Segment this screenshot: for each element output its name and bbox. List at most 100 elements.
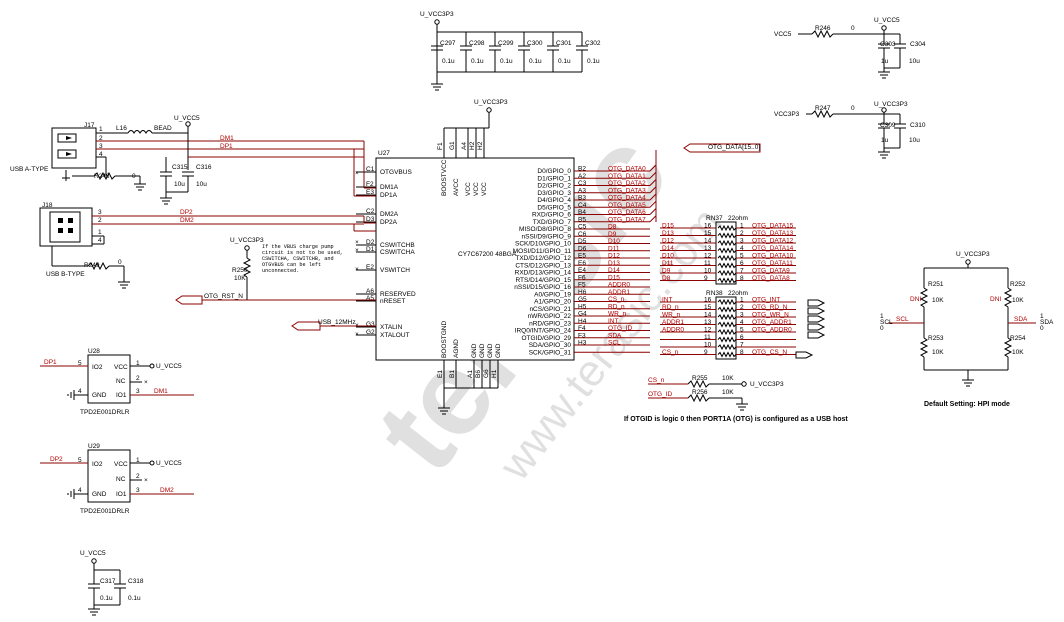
cap-value: 0.1u xyxy=(442,58,455,65)
pin-net: SCL xyxy=(608,340,621,347)
svg-text:C304: C304 xyxy=(910,41,926,48)
pin-ball: C3 xyxy=(578,180,587,187)
res-val: 0 xyxy=(851,25,855,32)
rn-pin: 4 xyxy=(740,245,744,252)
pin-net: OTG_DATA4 xyxy=(608,195,646,202)
pin-ball: E2 xyxy=(366,264,374,271)
pin-ball: F1 xyxy=(437,142,444,150)
svg-text:CY7C67200 48BGA: CY7C67200 48BGA xyxy=(458,251,517,258)
rail-label: U_VCC3P3 xyxy=(420,11,454,18)
hpi-strap: U_VCC3P3 R251 R252 10K 10K DNI DNI R253 … xyxy=(880,251,1054,408)
pin-net: D11 xyxy=(608,245,620,252)
pin-name: SDA/GPIO_30 xyxy=(529,342,572,349)
pin-name: MISO/D8/GPIO_8 xyxy=(519,226,571,233)
svg-text:RN37: RN37 xyxy=(706,215,723,222)
pin-name: SCK/D10/GPIO_10 xyxy=(515,241,571,248)
pin-ball: B5 xyxy=(578,216,586,223)
svg-text:R247: R247 xyxy=(815,105,831,112)
svg-text:×: × xyxy=(355,266,359,273)
pin-ball: E5 xyxy=(578,253,586,260)
pin-ball: E4 xyxy=(578,267,586,274)
pin-name: nSSI/D15/GPIO_16 xyxy=(514,284,571,291)
svg-text:C303: C303 xyxy=(880,41,896,48)
svg-text:0: 0 xyxy=(880,325,884,332)
rn-pin: 7 xyxy=(740,268,744,275)
svg-text:J17: J17 xyxy=(84,122,95,129)
pin-name: GND xyxy=(487,343,494,358)
pin-name: D5/GPIO_5 xyxy=(537,204,571,211)
svg-text:×: × xyxy=(355,247,359,254)
svg-text:USB_12MHz: USB_12MHz xyxy=(318,319,356,326)
rn-out-net: OTG_DATA11 xyxy=(752,260,793,267)
rn-in-net: D14 xyxy=(662,245,674,252)
svg-text:J18: J18 xyxy=(42,202,53,209)
rn-in-net: D11 xyxy=(662,260,674,267)
pin-net: INT xyxy=(608,318,619,325)
svg-text:DM2: DM2 xyxy=(180,217,194,224)
svg-text:4: 4 xyxy=(98,237,102,244)
rn-pin: 7 xyxy=(740,342,744,349)
pin-ball: H5 xyxy=(578,303,587,310)
cap-value: 0.1u xyxy=(500,58,513,65)
pin-name: CSWITCHA xyxy=(380,249,415,256)
rn-pin: 8 xyxy=(740,275,744,282)
rn-out-net: OTG_ADDR1 xyxy=(752,319,792,326)
svg-text:NC: NC xyxy=(116,476,126,483)
cap-ref: C297 xyxy=(440,40,456,47)
svg-text:SDA: SDA xyxy=(1014,316,1028,323)
rn-in-net: ADDR1 xyxy=(662,319,684,326)
svg-text:10K: 10K xyxy=(722,389,734,396)
pin-net: OTG_DATA1 xyxy=(608,173,646,180)
rn-out-net: OTG_DATA14 xyxy=(752,245,794,252)
svg-text:1: 1 xyxy=(98,229,102,236)
pin-net: D14 xyxy=(608,267,620,274)
pin-ball: A6 xyxy=(366,288,374,295)
svg-text:U_VCC3P3: U_VCC3P3 xyxy=(474,99,508,106)
svg-text:TPD2E001DRLR: TPD2E001DRLR xyxy=(80,409,130,416)
svg-text:R256: R256 xyxy=(692,389,708,396)
svg-text:DM1: DM1 xyxy=(220,135,234,142)
svg-text:DP1: DP1 xyxy=(220,143,233,150)
svg-text:U28: U28 xyxy=(88,348,100,355)
svg-text:L16: L16 xyxy=(116,125,127,132)
svg-text:×: × xyxy=(355,331,359,338)
pin-net: OTG_DATA6 xyxy=(608,209,646,216)
pin-ball: F6 xyxy=(578,274,586,281)
pin-name: D4/GPIO_4 xyxy=(537,197,571,204)
svg-text:SDA: SDA xyxy=(1040,319,1054,326)
svg-text:22ohm: 22ohm xyxy=(728,215,748,222)
svg-text:U_VCC5: U_VCC5 xyxy=(156,460,182,467)
rn-pin: 3 xyxy=(740,238,744,245)
svg-text:3: 3 xyxy=(99,143,103,150)
pin-name: DM2A xyxy=(380,211,399,218)
pin-ball: B2 xyxy=(578,166,586,173)
svg-text:U_VCC3P3: U_VCC3P3 xyxy=(230,237,264,244)
pin-ball: G6 xyxy=(483,369,490,378)
pin-name: CSWITCHB xyxy=(380,242,415,249)
pin-ball: D2 xyxy=(366,239,375,246)
net-label: VCC3P3 xyxy=(774,111,800,118)
svg-text:SCL: SCL xyxy=(880,319,893,326)
svg-text:U_VCC3P3: U_VCC3P3 xyxy=(750,381,784,388)
svg-text:U_VCC5: U_VCC5 xyxy=(156,363,182,370)
svg-text:10K: 10K xyxy=(722,375,734,382)
svg-text:VCC: VCC xyxy=(114,461,128,468)
svg-text:0: 0 xyxy=(132,173,136,180)
svg-text:C310: C310 xyxy=(910,122,926,129)
